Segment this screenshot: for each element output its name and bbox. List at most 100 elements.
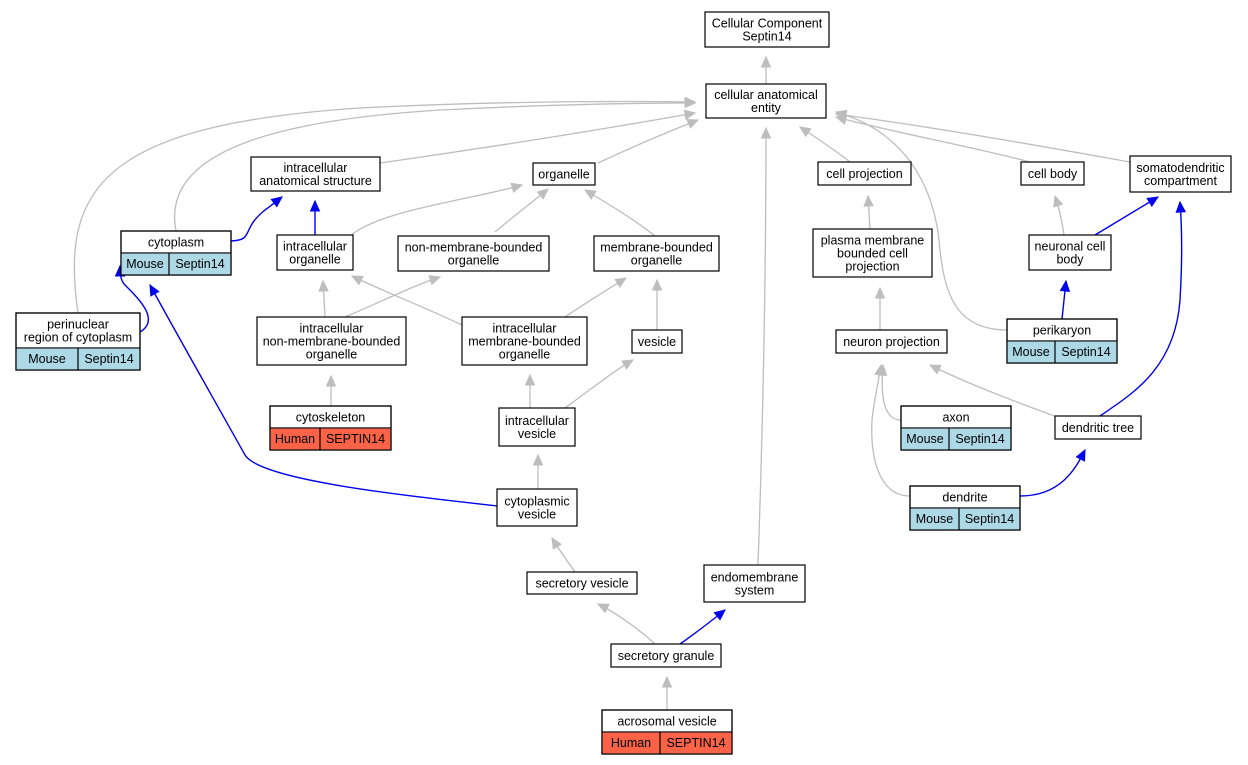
node-cellbody[interactable]: cell body — [1020, 161, 1085, 186]
edge-endomem-to-cae — [757, 126, 772, 566]
gene-cell — [1055, 341, 1117, 363]
node-label: endomembrane — [711, 571, 799, 585]
node-label: cytoplasm — [148, 236, 204, 250]
node-secves[interactable]: secretory vesicle — [526, 571, 638, 595]
node-label: vesicle — [518, 508, 556, 522]
node-vesicle[interactable]: vesicle — [631, 329, 683, 354]
node-label: membrane-bounded — [468, 335, 581, 349]
edge-cytoves-to-intves — [532, 453, 544, 489]
node-box — [817, 161, 912, 186]
node-label: bounded cell — [837, 247, 908, 261]
node-label: neuron projection — [843, 335, 940, 349]
edge-vesicle-to-mbo — [651, 278, 663, 330]
node-box — [498, 407, 576, 447]
edge-cellproj-to-cae — [798, 126, 851, 163]
node-box — [250, 156, 381, 192]
node-box — [256, 316, 407, 366]
species-cell — [270, 428, 320, 450]
node-box — [532, 162, 596, 186]
edge-pmbcp-to-cellproj — [863, 194, 874, 230]
edge-inmbo-to-nmbo — [344, 275, 442, 318]
node-label: intracellular — [505, 414, 569, 428]
node-label: axon — [942, 411, 969, 425]
edge-secgran-to-secves — [596, 603, 656, 645]
node-label: secretory vesicle — [535, 577, 628, 591]
node-box — [461, 316, 588, 366]
node-organelle[interactable]: organelle — [532, 162, 596, 186]
node-box — [593, 235, 720, 272]
node-label: Cellular Component — [712, 17, 823, 31]
node-label: organelle — [448, 254, 499, 268]
node-neuronproj[interactable]: neuron projection — [835, 329, 948, 354]
node-secgran[interactable]: secretory granule — [610, 643, 722, 668]
node-label: cellular anatomical — [714, 88, 818, 102]
edge-organelle-to-cae — [597, 118, 700, 164]
node-label: neuronal cell — [1035, 240, 1106, 254]
species-label: Mouse — [28, 352, 66, 366]
node-inmbo[interactable]: intracellularnon-membrane-boundedorganel… — [256, 316, 407, 366]
node-label: perinuclear — [47, 318, 109, 332]
node-label: organelle — [289, 253, 340, 267]
node-label: organelle — [538, 168, 589, 182]
edge-ncb-to-somato — [1094, 196, 1160, 236]
node-label: entity — [751, 101, 782, 115]
edge-dendrite-to-neuronproj — [871, 363, 911, 497]
edge-cellbody-to-cae — [834, 114, 1031, 163]
edge-cytoskel-to-inmbo — [325, 374, 337, 406]
node-label: organelle — [499, 348, 550, 362]
species-label: Human — [275, 432, 315, 446]
node-label: plasma membrane — [821, 234, 925, 248]
edge-intorg-to-organelle — [349, 182, 524, 237]
edge-intorg-to-ias — [309, 199, 321, 235]
node-box — [1020, 161, 1085, 186]
node-label: region of cytoplasm — [24, 331, 132, 345]
edge-dtree-to-somato — [1099, 200, 1187, 417]
node-label: intracellular — [493, 322, 557, 336]
edge-ncb-to-cellbody — [1053, 194, 1065, 236]
node-box — [835, 329, 948, 354]
gene-cell — [320, 428, 391, 450]
gene-label: Septin14 — [84, 352, 133, 366]
node-box — [276, 234, 354, 271]
edge-neuronproj-to-pmbcp — [874, 286, 886, 330]
species-cell — [16, 348, 79, 370]
gene-label: Septin14 — [965, 512, 1014, 526]
species-cell — [901, 428, 949, 450]
edges-layer — [73, 55, 1187, 710]
species-label: Human — [611, 736, 651, 750]
node-box — [1028, 234, 1112, 271]
node-label: acrosomal vesicle — [617, 715, 716, 729]
gene-label: SEPTIN14 — [666, 736, 725, 750]
node-label: compartment — [1144, 174, 1217, 188]
node-label: secretory granule — [618, 649, 715, 663]
node-cellproj[interactable]: cell projection — [817, 161, 912, 186]
edge-dtree-to-neuronproj — [928, 364, 1061, 419]
node-dtree[interactable]: dendritic tree — [1054, 415, 1142, 440]
edge-mbo-to-organelle — [583, 189, 656, 237]
node-label: dendritic tree — [1062, 421, 1134, 435]
node-box — [812, 228, 933, 278]
species-label: Mouse — [1012, 345, 1050, 359]
node-label: organelle — [631, 254, 682, 268]
